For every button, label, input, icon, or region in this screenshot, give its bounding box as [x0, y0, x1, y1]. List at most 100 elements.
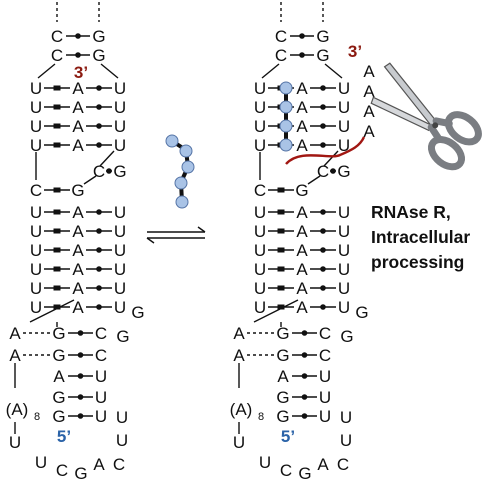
polyA-label: (A) [230, 400, 253, 419]
strand-link [29, 299, 75, 323]
nucleotide-C: C [280, 461, 292, 480]
polyA-label: (A) [6, 400, 29, 419]
bond-square [53, 187, 61, 193]
bond-dot [96, 266, 102, 272]
strand-link [324, 63, 343, 79]
nucleotide-A: A [363, 82, 375, 101]
nucleotide-C: C [275, 46, 287, 65]
nucleotide-U: U [114, 260, 126, 279]
bond-dot [320, 285, 326, 291]
nucleotide-G: G [276, 346, 289, 365]
ligand-bead-chain-icon [165, 134, 195, 209]
nucleotide-A: A [72, 298, 84, 317]
ligand-bead [279, 138, 293, 152]
bond-dot [301, 394, 308, 400]
nucleotide-U: U [338, 298, 350, 317]
nucleotide-U: U [116, 408, 128, 427]
bond-square [53, 304, 61, 310]
nucleotide-A: A [363, 62, 375, 81]
nucleotide-A: A [296, 298, 308, 317]
nucleotide-U: U [319, 367, 331, 386]
bond-square [277, 209, 285, 215]
nucleotide-U: U [338, 241, 350, 260]
nucleotide-A: A [72, 222, 84, 241]
nucleotide-C: C [319, 346, 331, 365]
strand-link [37, 63, 56, 79]
nucleotide-U: U [95, 367, 107, 386]
nucleotide-A: A [296, 260, 308, 279]
nucleotide-G: G [355, 303, 368, 322]
nucleotide-C: C [56, 461, 68, 480]
nucleotide-G: G [74, 464, 87, 483]
bond-dot [320, 85, 326, 91]
bond-square [53, 123, 61, 129]
bond-dot [320, 142, 326, 148]
nucleotide-A: A [296, 136, 308, 155]
nucleotide-U: U [30, 279, 42, 298]
nucleotide-U: U [116, 431, 128, 450]
bond-square [53, 104, 61, 110]
nucleotide-A: A [296, 117, 308, 136]
nucleotide-U: U [338, 79, 350, 98]
bond-dot [106, 168, 112, 174]
bond-dot [77, 330, 84, 336]
strand-link [323, 150, 339, 167]
nucleotide-C: C [113, 455, 125, 474]
bond-dot [96, 209, 102, 215]
nucleotide-U: U [340, 408, 352, 427]
caption-line-processing: processing [371, 252, 465, 272]
nucleotide-U: U [30, 136, 42, 155]
nucleotide-A: A [363, 102, 375, 121]
nucleotide-U: U [338, 203, 350, 222]
nucleotide-G: G [276, 388, 289, 407]
bond-square [53, 228, 61, 234]
nucleotide-U: U [319, 407, 331, 426]
nucleotide-U: U [114, 298, 126, 317]
nucleotide-U: U [340, 431, 352, 450]
nucleotide-A: A [72, 98, 84, 117]
nucleotide-U: U [114, 279, 126, 298]
processing-caption: RNAse R, Intracellular processing [371, 200, 496, 275]
strand-link [83, 175, 97, 185]
nucleotide-G: G [316, 46, 329, 65]
bond-square [277, 266, 285, 272]
bond-dot [96, 228, 102, 234]
nucleotide-U: U [114, 203, 126, 222]
cleaved-strand [285, 136, 366, 165]
nucleotide-U: U [30, 241, 42, 260]
ligand-bead [279, 81, 293, 95]
nucleotide-A: A [9, 346, 21, 365]
nucleotide-G: G [295, 181, 308, 200]
scissors-icon [370, 62, 482, 171]
five-prime-label: 5’ [281, 427, 295, 446]
nucleotide-G: G [52, 407, 65, 426]
nucleotide-U: U [259, 453, 271, 472]
nucleotide-A: A [363, 122, 375, 141]
strand-link [261, 63, 280, 79]
bond-square [53, 209, 61, 215]
nucleotide-A: A [72, 203, 84, 222]
nucleotide-A: A [296, 98, 308, 117]
caption-line-intracellular: Intracellular [371, 227, 471, 247]
bond-dot [77, 352, 84, 358]
nucleotide-U: U [9, 433, 21, 452]
nucleotide-U: U [114, 98, 126, 117]
bond-dot [301, 413, 308, 419]
nucleotide-A: A [296, 241, 308, 260]
bond-dot [299, 33, 305, 39]
bond-square [53, 247, 61, 253]
nucleotide-U: U [254, 260, 266, 279]
nucleotide-G: G [113, 162, 126, 181]
bond-dot [320, 123, 326, 129]
bond-dot [96, 85, 102, 91]
bond-square [53, 266, 61, 272]
three-prime-label: 3’ [348, 42, 362, 61]
nucleotide-U: U [254, 241, 266, 260]
bond-dot [320, 247, 326, 253]
bond-dot [320, 209, 326, 215]
bond-dot [320, 104, 326, 110]
bond-square [277, 228, 285, 234]
